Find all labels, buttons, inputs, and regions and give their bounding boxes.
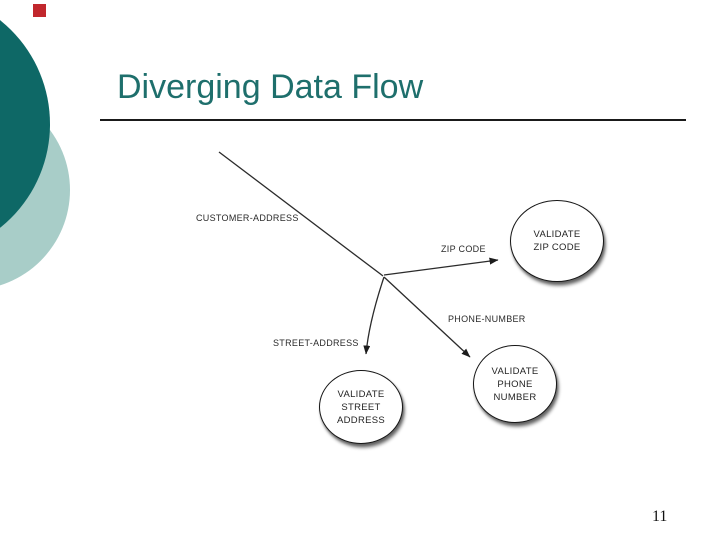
process-validate-phone-number: VALIDATE PHONE NUMBER xyxy=(473,345,557,423)
flow-arrow-zip-code xyxy=(383,257,499,276)
process-text-line: ADDRESS xyxy=(336,414,386,426)
process-text-line: VALIDATE xyxy=(337,388,385,400)
process-text-line: ZIP CODE xyxy=(533,242,581,253)
page-number: 11 xyxy=(652,508,668,525)
flow-arrow-street-address xyxy=(363,276,385,355)
process-text-line: VALIDATE xyxy=(491,365,539,377)
red-accent-square xyxy=(33,4,46,17)
slide-title: Diverging Data Flow xyxy=(117,68,424,106)
label-zip-code: ZIP CODE xyxy=(441,244,486,254)
process-text-line: VALIDATE xyxy=(533,229,581,240)
title-underline xyxy=(100,119,686,121)
process-text-line: NUMBER xyxy=(493,391,537,403)
label-street-address: STREET-ADDRESS xyxy=(273,338,359,348)
process-validate-street-address: VALIDATE STREET ADDRESS xyxy=(319,370,403,444)
label-phone-number: PHONE-NUMBER xyxy=(448,314,526,324)
process-text-line: PHONE xyxy=(497,378,533,390)
process-text-line: STREET xyxy=(341,401,381,413)
label-customer-address: CUSTOMER-ADDRESS xyxy=(196,213,299,223)
process-validate-zip-code: VALIDATE ZIP CODE xyxy=(510,200,604,282)
